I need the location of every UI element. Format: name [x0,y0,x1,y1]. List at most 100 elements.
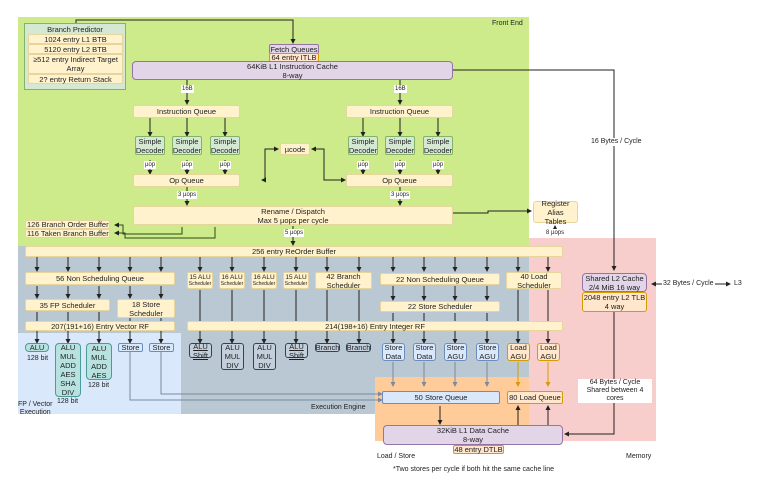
fp-store-unit: Store [118,343,143,352]
bw-16b-left: 16B [181,85,194,93]
uop-label: µop [394,161,407,169]
fp-unit-label: ALU MUL ADD AES [91,343,107,380]
execution-engine-label: Execution Engine [311,404,366,411]
bw-16-bytes-label: 16 Bytes / Cycle [590,138,643,146]
fp-unit-width: 128 bit [57,398,79,405]
store-agu-unit: Store AGU [476,343,499,361]
alu-scheduler-count: 16 ALU [221,274,243,281]
alu-scheduler-sub: Scheduler [188,281,212,287]
fp-store-unit: Store [149,343,174,352]
int-unit-label: ALU MUL DIV [256,343,273,370]
alu-scheduler-count: 15 ALU [285,274,307,281]
load-agu-unit: Load AGU [507,343,530,361]
fp-unit-width: 128 bit [27,355,49,362]
mem-unit-label: Load AGU [540,343,557,361]
instruction-queue-left: Instruction Queue [133,105,240,118]
simple-decoder: Simple Decoder [172,136,202,155]
footnote: *Two stores per cycle if both hit the sa… [393,466,555,473]
fp-vector-label-text: FP / Vector Execution [18,401,53,416]
bw-32-bytes-label: 32 Bytes / Cycle [662,280,715,288]
integer-register-file: 214(198+16) Entry Integer RF [187,321,563,331]
l2-tlb: 2048 entry L2 TLB 4 way [582,292,647,312]
branch-predictor-title: Branch Predictor [47,25,103,34]
store-data-unit: Store Data [382,343,405,361]
bw-64-line1: 64 Bytes / Cycle [589,379,641,386]
fp-vector-label: FP / Vector Execution [18,401,53,417]
three-uops-right: 3 µops [390,191,411,199]
alu-scheduler-count: 16 ALU [253,274,275,281]
mem-unit-label: Store Data [384,343,403,361]
return-stack: 2? entry Return Stack [28,74,123,84]
fp-unit-label: ALU [29,343,45,352]
fp-unit-label: ALU MUL ADD AES SHA DIV [60,343,76,397]
simple-decoder: Simple Decoder [348,136,378,155]
fp-alu-unit: ALU [25,343,49,352]
int-unit-label: ALU Shift [288,341,304,360]
alu-scheduler-sub: Scheduler [284,281,308,287]
l2tlb-line1: 2048 entry L2 TLB [583,293,646,302]
l2-btb: 5120 entry L2 BTB [28,44,123,54]
simple-decoder: Simple Decoder [210,136,240,155]
int-alu-mul-div-unit: ALU MUL DIV [221,343,244,370]
instruction-queue-right: Instruction Queue [346,105,453,118]
register-alias-tables: Register Alias Tables [533,198,578,226]
int-alu-mul-div-unit: ALU MUL DIV [253,343,276,370]
simple-decoder: Simple Decoder [135,136,165,155]
memory-region [529,238,656,441]
mem-unit-label: Load AGU [510,343,527,361]
bw-64-line2: Shared between 4 cores [586,387,644,402]
store-queue: 50 Store Queue [382,391,500,404]
int-non-scheduling-queue: 22 Non Scheduling Queue [380,273,500,285]
ucode: µcode [280,143,310,155]
shared-l2-cache: Shared L2 Cache 2/4 MiB 16 way [582,273,647,292]
fp-scheduler: 35 FP Scheduler [25,299,110,311]
uop-label: µop [357,161,370,169]
uop-label: µop [144,161,157,169]
three-uops-left: 3 µops [177,191,198,199]
store-agu-unit: Store AGU [444,343,467,361]
l1-data-cache: 32KiB L1 Data Cache 8-way [383,425,563,445]
simple-decoder: Simple Decoder [385,136,415,155]
l1d-line2: 8-way [462,435,483,444]
l1i-line1: 64KiB L1 Instruction Cache [247,61,338,71]
mem-unit-label: Store AGU [446,343,465,361]
bw-16b-right: 16B [394,85,407,93]
int-alu-shift-unit: ALU Shift [285,341,308,360]
fp-unit-label: Store [121,343,140,352]
bw-64-bytes-label: 64 Bytes / Cycle Shared between 4 cores [578,379,652,403]
fp-unit-width: 128 bit [88,382,110,389]
fp-alu-mul-add-aes-unit: ALU MUL ADD AES [86,343,112,380]
load-store-label: Load / Store [377,453,416,460]
rename-line2: Max 5 µops per cycle [257,215,329,225]
indirect-target-array: ≥512 entry Indirect Target Array [28,54,123,74]
eight-uops-label: 8 µops [545,229,566,237]
int-unit-label: ALU Shift [192,341,208,360]
l1-btb: 1024 entry L1 BTB [28,34,123,44]
l3-label: L3 [734,280,742,287]
dtlb: 48 entry DTLB [453,445,504,454]
store-data-unit: Store Data [413,343,436,361]
l2tlb-line2: 4 way [604,302,625,311]
fp-non-scheduling-queue: 56 Non Scheduling Queue [25,272,175,285]
fp-unit-label: Store [152,343,171,352]
branch-scheduler: 42 Branch Scheduler [315,272,372,290]
branch-predictor: Branch Predictor 1024 entry L1 BTB 5120 … [24,23,126,90]
rat-line1: Register Alias [541,198,570,217]
fp-alu-mul-add-aes-sha-div-unit: ALU MUL ADD AES SHA DIV [55,343,81,397]
front-end-label: Front End [492,20,523,27]
uop-label: µop [432,161,445,169]
alu-scheduler-sub: Scheduler [252,281,276,287]
l1i-line2: 8-way [282,70,303,80]
l1d-line1: 32KiB L1 Data Cache [436,426,510,435]
op-queue-left: Op Queue [133,174,240,187]
int-unit-label: ALU MUL DIV [224,343,241,370]
vector-register-file: 207(191+16) Entry Vector RF [25,321,175,331]
alu-scheduler-sub: Scheduler [220,281,244,287]
int-alu-shift-unit: ALU Shift [189,341,212,360]
rename-line1: Rename / Dispatch [261,206,325,216]
reorder-buffer: 256 entry ReOrder Buffer [25,246,563,257]
alu-scheduler-count: 15 ALU [189,274,211,281]
